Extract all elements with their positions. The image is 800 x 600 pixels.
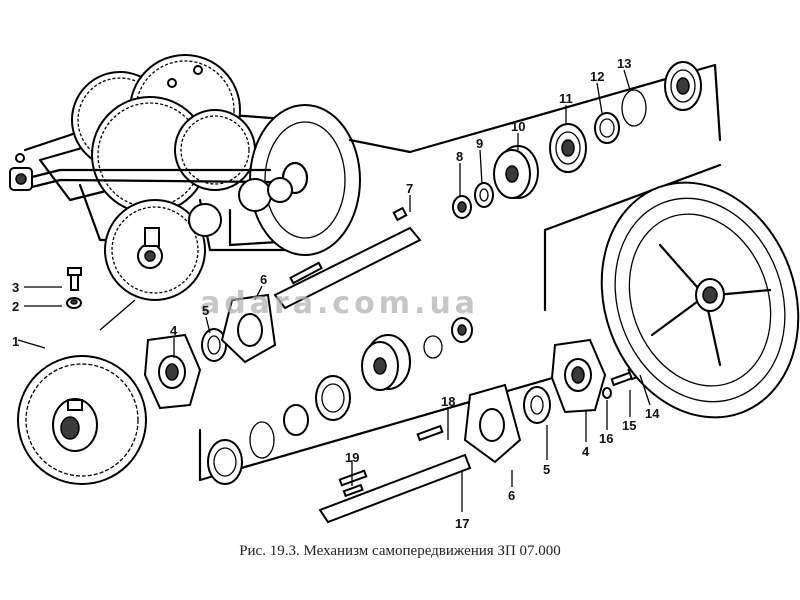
callout-4-left: 4 xyxy=(170,323,178,338)
part-17-shaft-lower xyxy=(318,424,472,524)
leader-bracket-upper xyxy=(348,63,722,154)
part-10-gear xyxy=(493,145,539,199)
part-14-wheel xyxy=(600,181,800,419)
callout-17: 17 xyxy=(455,516,469,531)
part-bearing-lower-left xyxy=(207,439,243,485)
part-gear-middle xyxy=(361,334,411,391)
callout-6-right: 6 xyxy=(508,488,515,503)
callout-18: 18 xyxy=(441,394,455,409)
leader-bracket-lower xyxy=(198,368,582,482)
part-lockwasher-middle xyxy=(423,335,443,359)
callout-16: 16 xyxy=(599,431,613,446)
part-13-snap-ring xyxy=(621,89,647,127)
callout-1: 1 xyxy=(12,334,19,349)
part-12-bushing xyxy=(594,112,620,144)
part-bearing-middle xyxy=(315,375,351,421)
part-11-bearing xyxy=(549,123,587,173)
callout-10: 10 xyxy=(511,119,525,134)
watermark-text: adara.com.ua xyxy=(200,286,479,321)
part-11-bearing-outer xyxy=(664,61,702,111)
callout-14: 14 xyxy=(645,406,660,421)
part-nut-middle xyxy=(451,317,473,343)
callout-8: 8 xyxy=(456,149,463,164)
part-3-bolt xyxy=(67,267,82,291)
callout-leaders xyxy=(17,69,651,512)
part-6-cover-right xyxy=(463,383,522,464)
callout-6-left: 6 xyxy=(260,272,267,287)
part-9-lock-washer xyxy=(474,182,494,208)
callout-3: 3 xyxy=(12,280,19,295)
part-snapring-middle xyxy=(249,421,275,459)
part-2-nut xyxy=(66,297,82,309)
part-bushing-middle xyxy=(283,404,309,436)
part-8-washer xyxy=(452,195,472,219)
leader-line-sprocket xyxy=(99,299,136,331)
part-1-sprocket xyxy=(17,355,147,485)
callout-9: 9 xyxy=(476,136,483,151)
callout-4-right: 4 xyxy=(582,444,590,459)
gearbox-assembly xyxy=(9,54,361,301)
callout-19: 19 xyxy=(345,450,359,465)
callout-11: 11 xyxy=(559,91,573,106)
part-16-washer xyxy=(602,387,612,399)
part-4-flange-left xyxy=(143,333,202,410)
part-5-seal-right xyxy=(523,386,551,424)
callout-12: 12 xyxy=(590,69,604,84)
callout-13: 13 xyxy=(617,56,631,71)
callout-2: 2 xyxy=(12,299,19,314)
callout-7: 7 xyxy=(406,181,413,196)
part-6-cover-left xyxy=(220,293,277,364)
figure-caption: Рис. 19.3. Механизм самопередвижения ЗП … xyxy=(239,543,561,559)
part-4-flange-right xyxy=(550,338,607,414)
callout-5-right: 5 xyxy=(543,462,550,477)
part-5-seal-left xyxy=(201,328,227,362)
callout-5-left: 5 xyxy=(202,303,209,318)
part-7-shaft-upper xyxy=(273,206,422,310)
callout-15: 15 xyxy=(622,418,636,433)
callout-numbers: 1 2 3 4 5 6 7 8 9 10 11 12 13 18 19 17 6… xyxy=(12,56,660,531)
part-19-key xyxy=(342,483,364,498)
